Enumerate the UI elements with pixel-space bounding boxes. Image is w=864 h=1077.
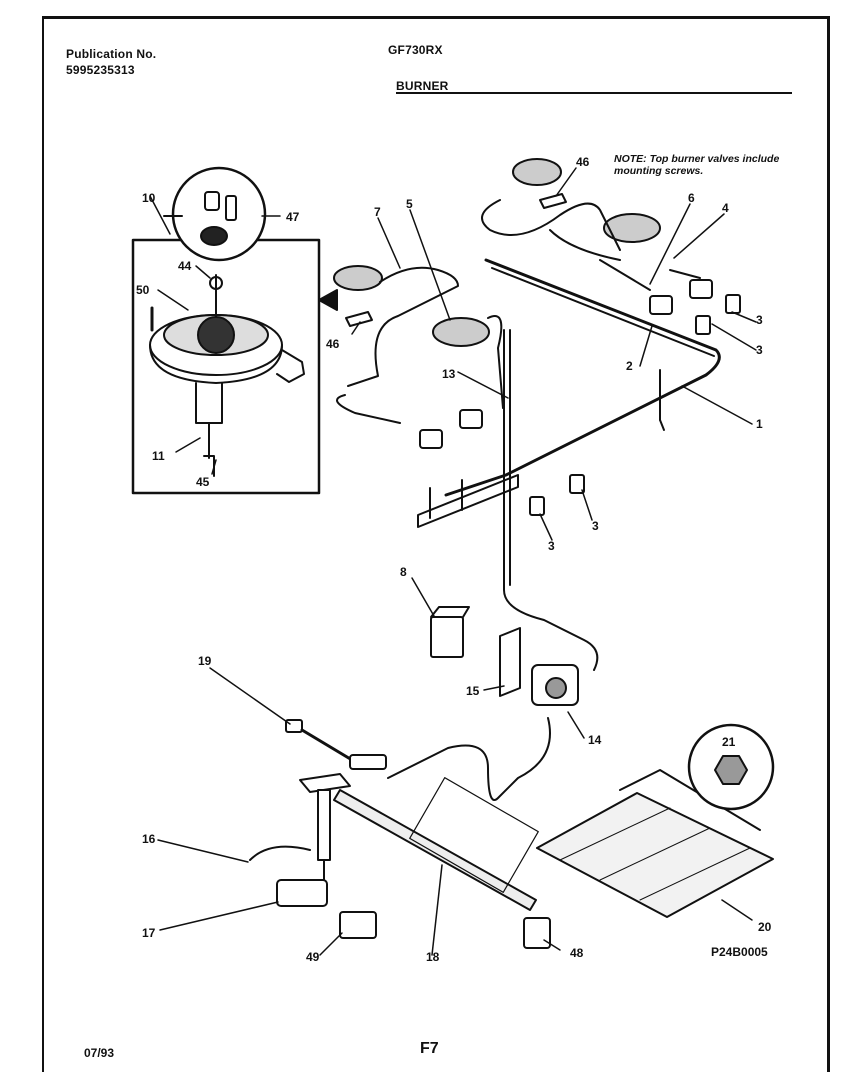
callout-3-c: 3 [592,519,599,533]
callout-1: 1 [756,417,763,431]
callout-10: 10 [142,191,156,205]
callout-21: 21 [722,735,736,749]
header-rule [396,92,792,94]
burner-valve [459,409,483,429]
callout-49: 49 [306,950,320,964]
callout-3-d: 3 [548,539,555,553]
callout-11: 11 [152,449,165,463]
callout-14: 14 [588,733,602,747]
burner-valve [689,279,713,299]
bracket-49 [339,911,377,939]
valve-clip [529,496,545,516]
callout-16: 16 [142,832,156,846]
flame-spreader [536,792,774,918]
callout-46-right: 46 [576,155,590,169]
drawing-reference-code: P24B0005 [711,945,768,959]
bracket-46 [345,311,373,327]
callout-46-left: 46 [326,337,340,351]
oven-burner [333,789,537,911]
top-burner-right-front [603,213,661,243]
publication-label: Publication No. [66,47,157,61]
callout-6: 6 [688,191,695,205]
callout-50: 50 [136,283,150,297]
orifice-detail [200,226,228,246]
valve-clip [695,315,711,335]
screw-detail [204,191,220,211]
callout-3-a: 3 [756,313,763,327]
callout-13: 13 [442,367,456,381]
callout-2: 2 [626,359,633,373]
callout-47: 47 [286,210,300,224]
footer-date: 07/93 [84,1046,115,1060]
callout-45: 45 [196,475,210,489]
model-number: GF730RX [388,43,443,57]
callout-5: 5 [406,197,413,211]
detail-circle-47 [171,166,267,262]
callout-7: 7 [374,205,381,219]
burner-valve [649,295,673,315]
callout-17: 17 [142,926,156,940]
callout-4: 4 [722,201,729,215]
spark-module [430,616,464,658]
clip-48 [523,917,551,949]
callout-8: 8 [400,565,407,579]
callout-20: 20 [758,920,772,934]
bracket-46 [539,193,567,209]
callout-3-b: 3 [756,343,763,357]
screw-detail [225,195,237,221]
oven-igniter [285,719,303,733]
orifice-holder [276,879,328,907]
valve-note: NOTE: Top burner valves include mounting… [614,153,780,177]
top-burner-right-rear [512,158,562,186]
callout-48: 48 [570,946,584,960]
regulator-bracket [499,627,521,697]
callout-19: 19 [198,654,212,668]
footer-page-number: F7 [420,1040,439,1057]
callout-15: 15 [466,684,480,698]
callout-18: 18 [426,950,440,964]
top-burner-left-front [432,317,490,347]
callout-44: 44 [178,259,192,273]
valve-clip [569,474,585,494]
page-frame [42,16,830,1072]
burner-valve [419,429,443,449]
publication-number: 5995235313 [66,63,135,77]
top-burner-left-rear [333,265,383,291]
section-title: BURNER [396,79,449,93]
valve-clip [725,294,741,314]
